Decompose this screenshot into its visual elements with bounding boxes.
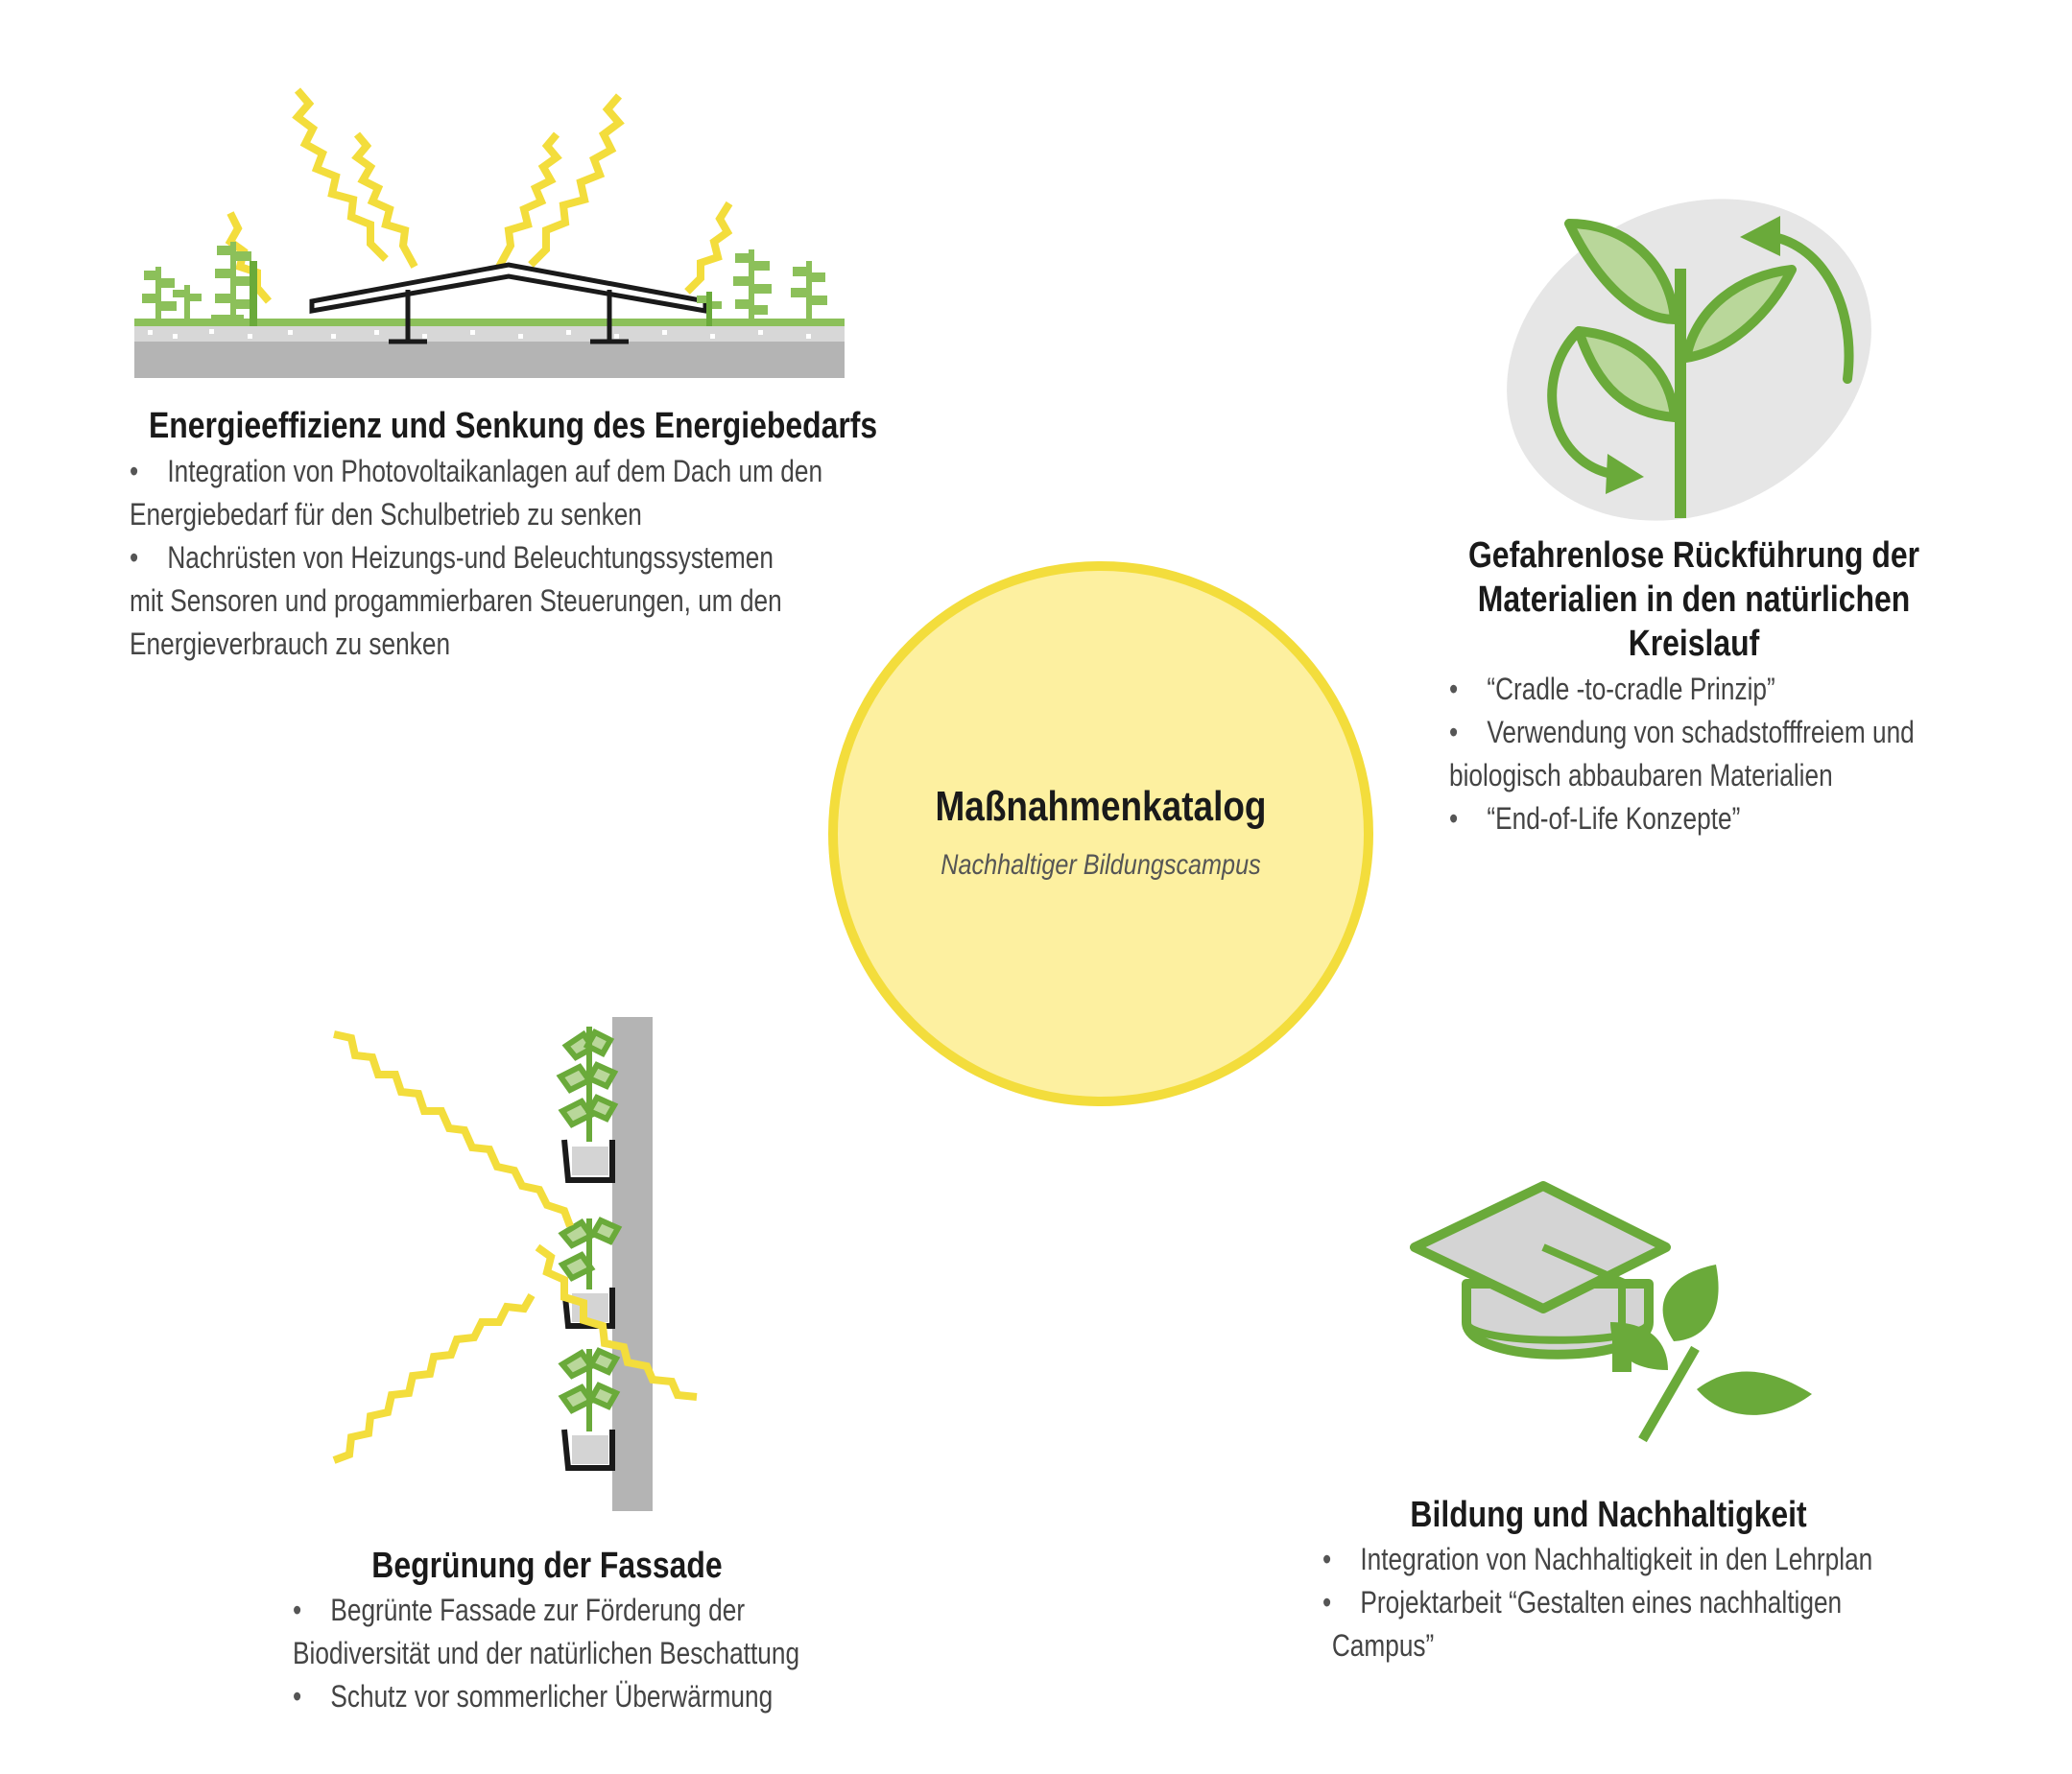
hub-circle xyxy=(828,561,1373,1106)
fassade-line-3: •Schutz vor sommerlicher Überwärmung xyxy=(293,1675,799,1718)
bildung-line-1: •Integration von Nachhaltigkeit in den L… xyxy=(1322,1538,1872,1581)
materialien-bullets: •“Cradle -to-cradle Prinzip” •Verwendung… xyxy=(1449,668,1915,840)
materialien-line-3: biologisch abbaubaren Materialien xyxy=(1449,758,1833,792)
plant-cycle-icon xyxy=(1507,199,1871,521)
bullet-icon: • xyxy=(1449,715,1459,749)
bildung-line-3: Campus” xyxy=(1331,1628,1435,1663)
solar-roof-icon xyxy=(134,87,845,378)
energie-line-2: Energiebedarf für den Schulbetrieb zu se… xyxy=(130,497,642,532)
bullet-icon: • xyxy=(1322,1585,1332,1620)
fassade-line-1: •Begrünte Fassade zur Förderung der xyxy=(293,1589,799,1632)
graduation-cap-leaf-icon xyxy=(1410,1181,1812,1443)
bullet-icon: • xyxy=(1449,672,1459,706)
materialien-line-1: •“Cradle -to-cradle Prinzip” xyxy=(1449,668,1915,711)
fassade-title: Begrünung der Fassade xyxy=(371,1546,723,1586)
hub-subtitle: Nachhaltiger Bildungscampus xyxy=(941,849,1261,881)
bullet-icon: • xyxy=(130,540,139,575)
energie-bullets: •Integration von Photovoltaikanlagen auf… xyxy=(130,450,822,666)
bullet-icon: • xyxy=(1449,801,1459,836)
fassade-bullets: •Begrünte Fassade zur Förderung der Biod… xyxy=(293,1589,799,1718)
energie-line-5: Energieverbrauch zu senken xyxy=(130,627,451,661)
energie-line-4: mit Sensoren und progammierbaren Steueru… xyxy=(130,583,782,618)
materialien-line-2: •Verwendung von schadstofffreiem und xyxy=(1449,711,1915,754)
bullet-icon: • xyxy=(130,454,139,488)
bullet-icon: • xyxy=(293,1593,302,1627)
fassade-line-2: Biodiversität und der natürlichen Bescha… xyxy=(293,1636,800,1670)
bullet-icon: • xyxy=(1322,1542,1332,1576)
green-facade-icon xyxy=(332,1017,698,1511)
materialien-title: Gefahrenlose Rückführung der Materialien… xyxy=(1452,533,1936,666)
energie-title: Energieeffizienz und Senkung des Energie… xyxy=(149,406,878,446)
hub-title: Maßnahmenkatalog xyxy=(935,783,1267,830)
materialien-title-line-1: Gefahrenlose Rückführung der xyxy=(1467,535,1920,576)
materialien-title-line-3: Kreislauf xyxy=(1628,624,1760,664)
bildung-line-2: •Projektarbeit “Gestalten eines nachhalt… xyxy=(1322,1581,1872,1624)
bullet-icon: • xyxy=(293,1679,302,1714)
bildung-bullets: •Integration von Nachhaltigkeit in den L… xyxy=(1322,1538,1872,1668)
materialien-title-line-2: Materialien in den natürlichen xyxy=(1477,580,1911,620)
materialien-line-4: •“End-of-Life Konzepte” xyxy=(1449,797,1915,840)
energie-line-1: •Integration von Photovoltaikanlagen auf… xyxy=(130,450,822,493)
energie-line-3: •Nachrüsten von Heizungs-und Beleuchtung… xyxy=(130,536,822,580)
bildung-title: Bildung und Nachhaltigkeit xyxy=(1410,1495,1807,1535)
